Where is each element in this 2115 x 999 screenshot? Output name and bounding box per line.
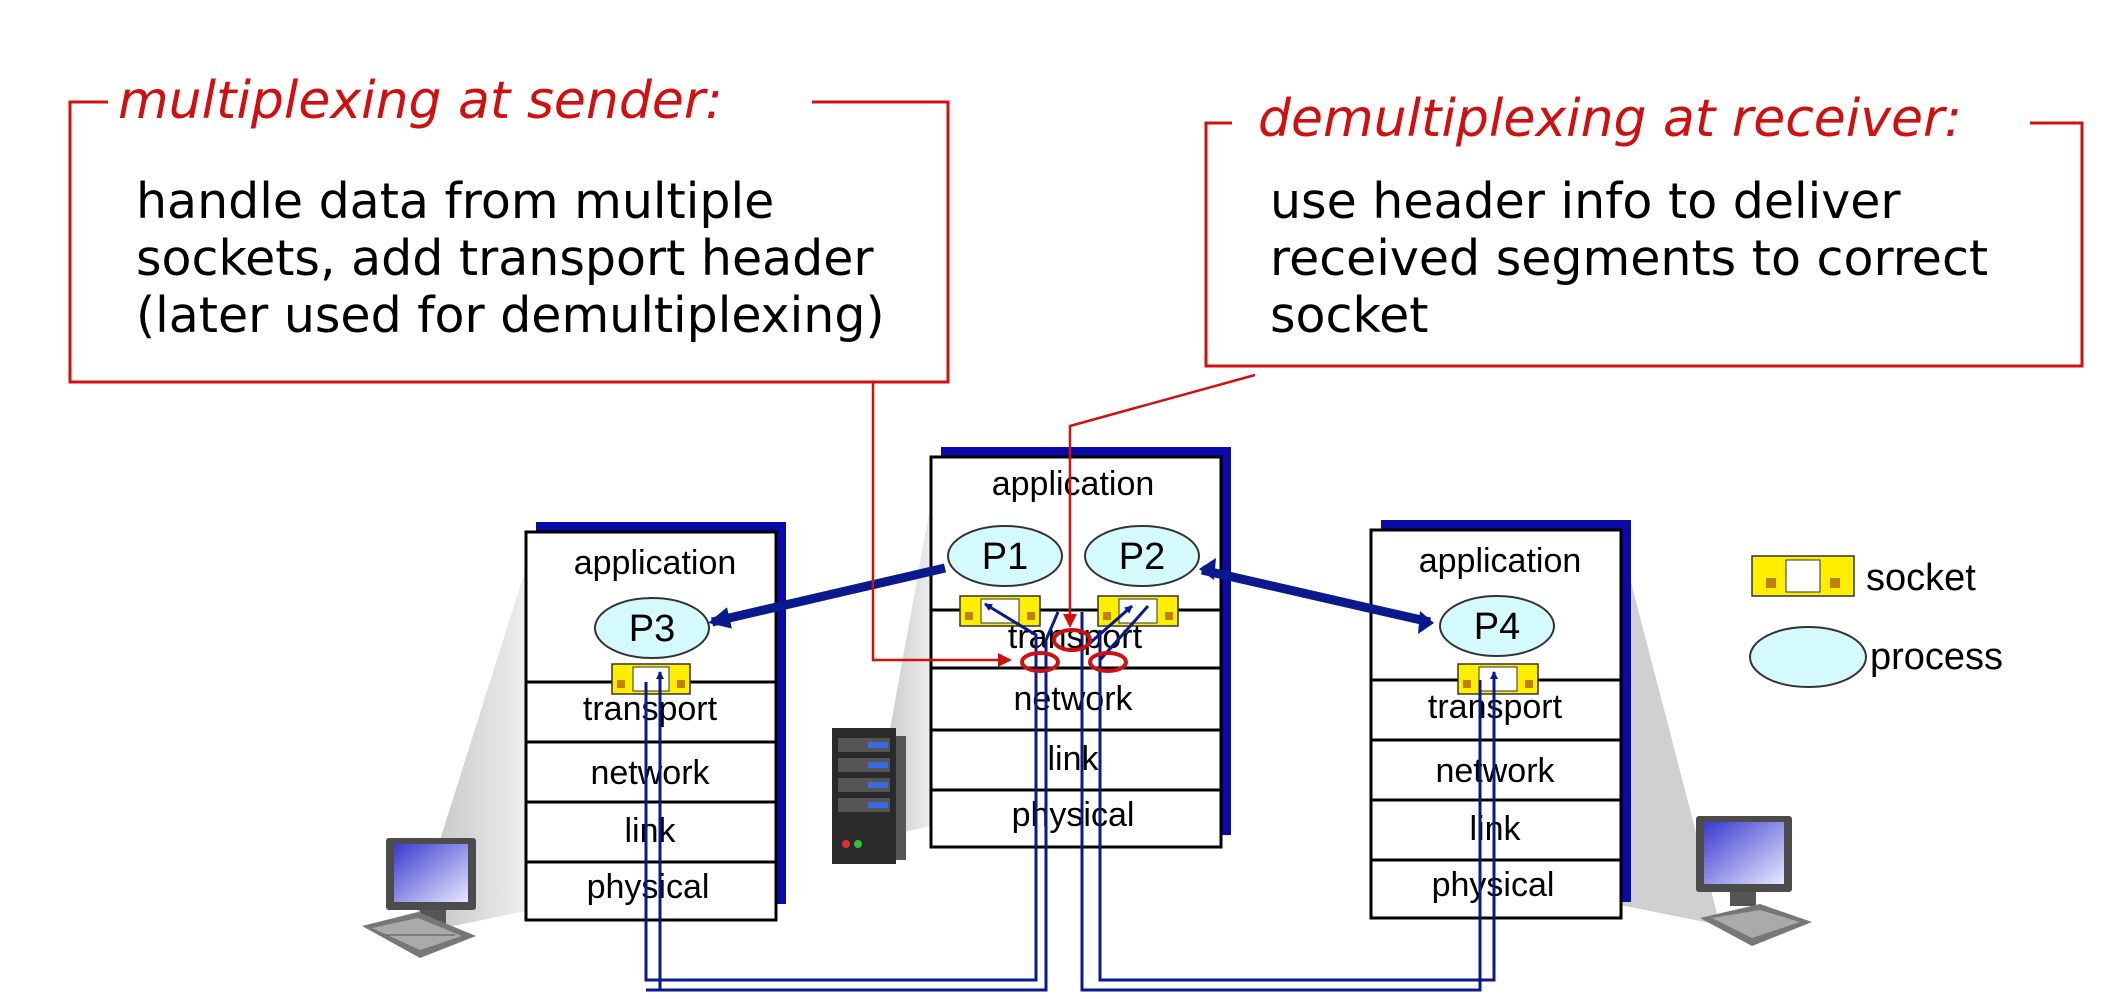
right-host-wedge	[1620, 540, 1720, 925]
left-layer-link: link	[624, 812, 676, 850]
sender-pointer	[871, 382, 1012, 667]
sender-callout-title: multiplexing at sender:	[118, 71, 723, 131]
left-protocol-stack: application transport network link physi…	[524, 522, 786, 922]
left-layer-application: application	[574, 544, 737, 582]
left-computer-icon	[362, 838, 476, 958]
right-layer-application: application	[1419, 542, 1582, 580]
process-p3: P3	[594, 597, 710, 659]
sender-callout-line-3: (later used for demultiplexing)	[136, 287, 885, 344]
process-p1: P1	[947, 525, 1063, 587]
process-p4: P4	[1439, 595, 1555, 657]
right-computer-icon	[1696, 816, 1812, 946]
server-layer-physical: physical	[1012, 796, 1135, 834]
left-layer-network: network	[590, 754, 710, 792]
p2-p4-link	[1200, 565, 1432, 627]
p2-arrowhead	[1199, 558, 1216, 580]
receiver-callout-line-1: use header info to deliver	[1270, 173, 1901, 230]
left-layer-transport: transport	[583, 690, 718, 728]
server-layer-application: application	[992, 465, 1155, 503]
process-p2-label: P2	[1119, 536, 1165, 578]
process-p2: P2	[1084, 525, 1200, 587]
process-p3-label: P3	[629, 608, 675, 650]
receiver-callout-line-2: received segments to correct	[1270, 230, 1988, 287]
receiver-callout-title: demultiplexing at receiver:	[1258, 89, 1962, 149]
p4-arrowhead	[1418, 611, 1434, 634]
right-protocol-stack: application transport network link physi…	[1369, 520, 1631, 920]
legend-process-swatch	[1749, 626, 1867, 688]
legend: socket process	[1749, 555, 2003, 688]
receiver-callout-line-3: socket	[1270, 287, 1428, 344]
sender-callout: multiplexing at sender: handle data from…	[68, 71, 950, 384]
server-layer-link: link	[1047, 740, 1099, 778]
server-layer-network: network	[1013, 680, 1133, 718]
legend-process-label: process	[1870, 636, 2003, 678]
socket-left	[611, 663, 691, 695]
p1-to-p3-arrow	[708, 563, 947, 629]
sender-callout-line-1: handle data from multiple	[136, 173, 774, 230]
server-icon	[832, 728, 906, 864]
socket-right	[1457, 663, 1539, 695]
receiver-callout: demultiplexing at receiver: use header i…	[1204, 89, 2084, 368]
demux-points	[1020, 628, 1128, 673]
process-p4-label: P4	[1474, 606, 1520, 648]
legend-socket-label: socket	[1866, 557, 1976, 599]
sender-callout-line-2: sockets, add transport header	[136, 230, 874, 287]
left-wiring	[644, 602, 1060, 992]
socket-p1	[959, 595, 1041, 627]
process-p1-label: P1	[982, 536, 1028, 578]
socket-p2	[1097, 595, 1179, 627]
receiver-pointer	[1063, 373, 1256, 628]
legend-socket-swatch	[1751, 555, 1855, 597]
left-layer-physical: physical	[587, 868, 710, 906]
